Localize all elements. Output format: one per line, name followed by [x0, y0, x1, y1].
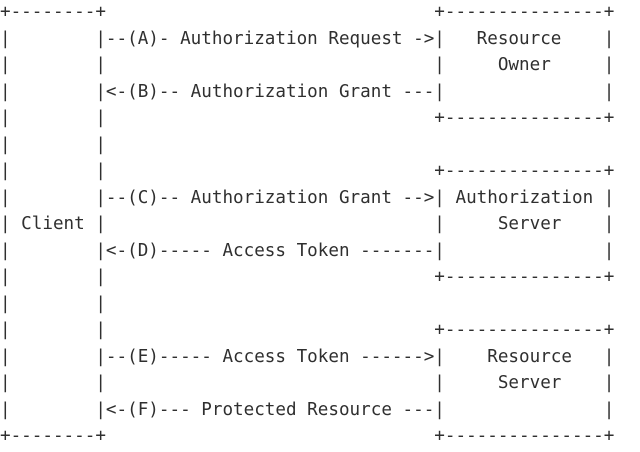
diagram-line-authorization-server-top-border: | | +---------------+ — [0, 161, 615, 181]
diagram-line-authorization-request: | |--(A)- Authorization Request ->| Reso… — [0, 28, 615, 49]
diagram-line-resource-owner-bottom-border: | | +---------------+ — [0, 108, 615, 128]
diagram-line-resource-server-label: | | | Server | — [0, 373, 615, 393]
ascii-diagram: +--------+ +---------------+ | |--(A)- Au… — [0, 2, 615, 446]
diagram-line-authorization-grant-b: | |<-(B)-- Authorization Grant ---| | — [0, 81, 615, 102]
diagram-line-protected-resource-f: | |<-(F)--- Protected Resource ---| | — [0, 399, 615, 420]
diagram-line-authorization-server-bottom-border: | | +---------------+ — [0, 267, 615, 287]
diagram-line-authorization-grant-c: | |--(C)-- Authorization Grant -->| Auth… — [0, 187, 615, 208]
diagram-line-client-label: | Client | | Server | — [0, 214, 615, 234]
diagram-line-resource-owner-label: | | | Owner | — [0, 55, 615, 75]
diagram-line-access-token-d: | |<-(D)----- Access Token -------| | — [0, 240, 615, 261]
diagram-line-spacer-2: | | — [0, 293, 106, 314]
diagram-line-spacer-1: | | — [0, 134, 106, 155]
diagram-line-resource-server-top-border: | | +---------------+ — [0, 320, 615, 340]
diagram-line-client-top-border: +--------+ +---------------+ — [0, 2, 615, 22]
diagram-line-access-token-e: | |--(E)----- Access Token ------>| Reso… — [0, 346, 615, 367]
diagram-line-client-bottom-border: +--------+ +---------------+ — [0, 426, 615, 446]
